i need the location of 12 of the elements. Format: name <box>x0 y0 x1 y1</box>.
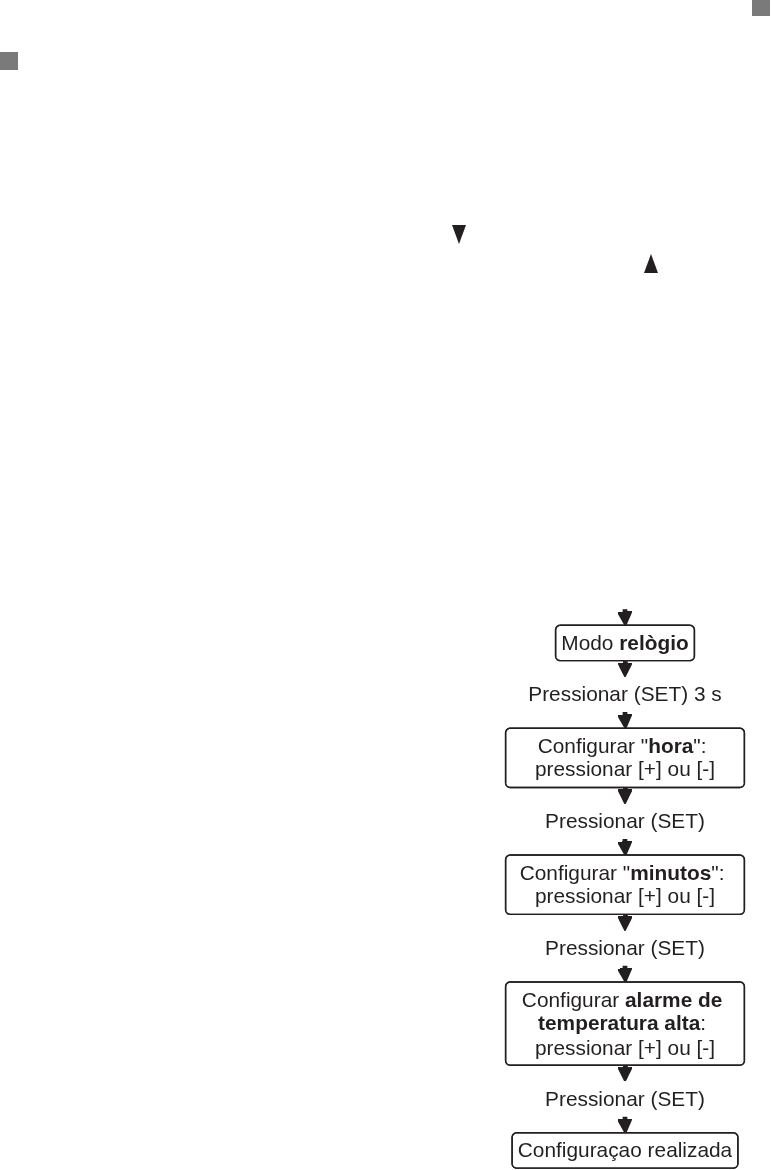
arrow <box>616 1116 633 1134</box>
arrow <box>617 787 633 805</box>
arrow <box>616 838 633 857</box>
arrow <box>617 1065 633 1083</box>
node-text: Pressionar (SET) <box>545 809 705 833</box>
node-text: Pressionar (SET) <box>545 1087 705 1111</box>
arrow <box>616 712 633 730</box>
arrow <box>617 660 633 678</box>
node-text: Pressionar (SET) 3 s <box>528 682 722 707</box>
arrow <box>616 609 633 627</box>
arrow <box>617 914 633 932</box>
node-text: Pressionar (SET) <box>545 936 705 960</box>
